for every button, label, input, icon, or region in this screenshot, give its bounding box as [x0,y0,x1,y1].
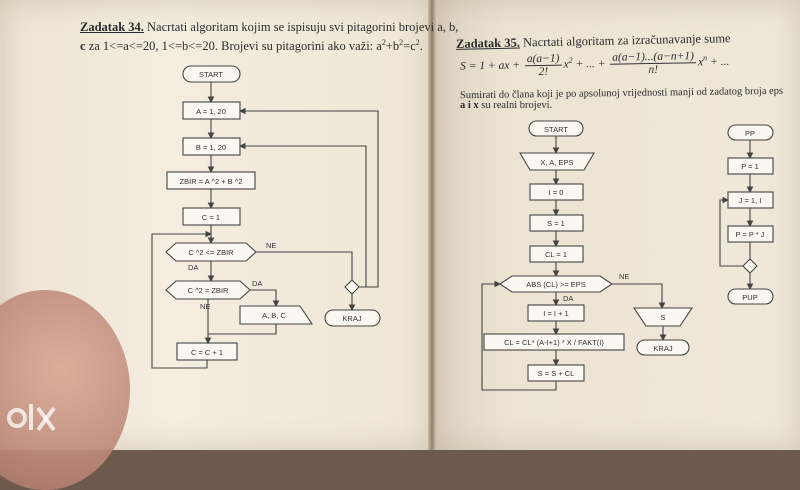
fc35-cond-label: ABS (CL) >= EPS [526,280,586,289]
task-34-line2: c za 1<=a<=20, 1<=b<=20. Brojevi su pita… [80,38,423,54]
task-34-var-c: c [80,39,86,54]
task-35-line3: a i x su realni brojevi. [460,100,552,111]
fc34-output [239,305,314,325]
fc35-cl-update-label: CL = CL* (A-I+1) * X / FAKT(I) [504,338,604,347]
fc35-input-label: X, A, EPS [541,158,574,167]
fc35-ne: NE [619,272,629,281]
sub-p-update-label: P = P * J [735,230,764,239]
task-34-heading-line: Zadatak 34. Nacrtati algoritam kojim se … [80,20,458,35]
fc35-s-update-label: S = S + CL [538,369,575,378]
fc34-zbir-label: ZBIR = A ^2 + B ^2 [180,177,243,186]
book-spine [428,0,436,450]
fc35-i-init-label: I = 0 [549,188,564,197]
fc34-da2: DA [252,279,262,288]
fc35-cl-init-label: CL = 1 [545,250,567,259]
task-34-heading: Zadatak 34. [80,20,144,34]
sup-b: 2 [399,38,404,47]
task-34-c: =c [403,39,416,54]
fc35-s-init-label: S = 1 [547,219,565,228]
fc35-output-label: S [660,313,665,322]
fc34-start-label: START [199,70,223,79]
fc34-cond-eq-label: C ^2 = ZBIR [188,286,229,295]
sub-pp-label: PP [745,129,755,138]
flowchart-35: START X, A, EPS I = 0 S = 1 CL = 1 ABS (… [481,120,694,391]
fc34-output-label: A, B, C [262,311,286,320]
fc35-cl-update [483,333,625,351]
sub-pup-label: PUP [742,293,757,302]
sub-j-loop-label: J = 1, I [739,196,762,205]
task-34-b: +b [385,39,400,54]
task-34-line1: Nacrtati algoritam kojim se ispisuju svi… [147,20,459,34]
fc35-end-terminal [636,339,690,356]
task-34-line2-text: za 1<=a<=20, 1<=b<=20. Brojevi su pitago… [85,39,382,54]
sub-pup-terminal [727,288,774,305]
task-34-dot: . [419,39,423,54]
fc34-b-loop-label: B = 1, 20 [196,143,226,152]
fc34-end-terminal [324,309,381,327]
sup-a: 2 [381,38,386,47]
fc35-da: DA [563,294,573,303]
fc35-i-inc-label: I = I + 1 [543,309,568,318]
fc34-c-init-label: C = 1 [202,213,220,222]
right-page [434,0,800,450]
sub-p-init-label: P = 1 [741,162,759,171]
fc35-end-label: KRAJ [653,344,672,353]
fc34-a-loop-label: A = 1, 20 [196,107,226,116]
fc35-input [519,152,595,171]
task-35-vars: a i x [460,100,479,111]
sup-c: 2 [415,38,420,47]
fc34-da1: DA [188,263,198,272]
flowcharts-svg: START A = 1, 20 B = 1, 20 ZBIR = A ^2 + … [151,65,774,391]
olx-watermark-logo [7,404,56,432]
fc35-start-label: START [544,125,568,134]
fc34-cond-le-label: C ^2 <= ZBIR [188,248,234,257]
fc34-ne1: NE [266,241,276,250]
fc34-junction [344,279,360,295]
fc34-ne2: NE [200,302,210,311]
task-35-line3-text: su realni brojevi. [478,100,553,111]
flowchart-34: START A = 1, 20 B = 1, 20 ZBIR = A ^2 + … [151,65,381,369]
subprogram-fakt: PP P = 1 J = 1, I P = P * J PUP [719,124,774,305]
fc34-end-label: KRAJ [342,314,361,323]
fc35-output [632,307,694,327]
fc34-increment-label: C = C + 1 [191,348,223,357]
sub-junction [742,258,758,274]
